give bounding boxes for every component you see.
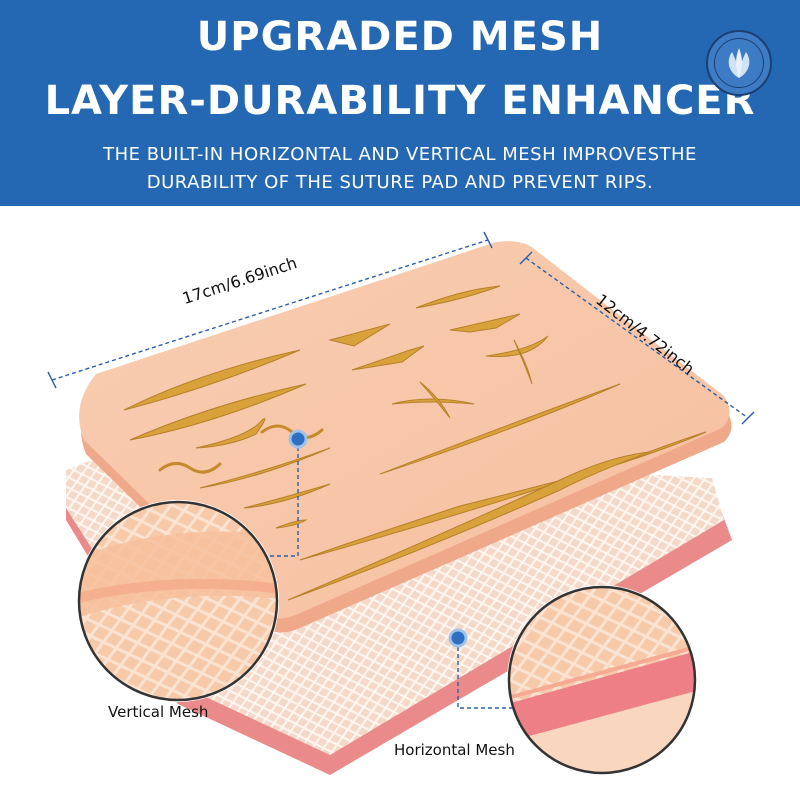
vertical-mesh-zoom: [77, 500, 279, 702]
brand-seal-logo: [706, 30, 772, 96]
marker-dot: [288, 429, 308, 449]
subtitle-line-1: THE BUILT-IN HORIZONTAL AND VERTICAL MES…: [103, 144, 697, 165]
title-line-1: UPGRADED MESH: [196, 14, 604, 60]
leaf-icon: [728, 48, 750, 78]
vertical-mesh-label: Vertical Mesh: [108, 703, 209, 721]
subtitle-line-2: DURABILITY OF THE SUTURE PAD AND PREVENT…: [146, 172, 654, 193]
horizontal-mesh-zoom: [507, 585, 697, 775]
marker-dot: [448, 628, 468, 648]
title-line-2: LAYER-DURABILITY ENHANCER: [44, 78, 756, 124]
suture-pad-illustration: [47, 231, 755, 775]
callout-leaders: [270, 429, 512, 709]
header-banner: UPGRADED MESH LAYER-DURABILITY ENHANCER …: [0, 0, 800, 206]
dimension-lines: [51, 239, 749, 419]
suture-wounds: [123, 285, 707, 601]
horizontal-mesh-label: Horizontal Mesh: [394, 741, 515, 759]
